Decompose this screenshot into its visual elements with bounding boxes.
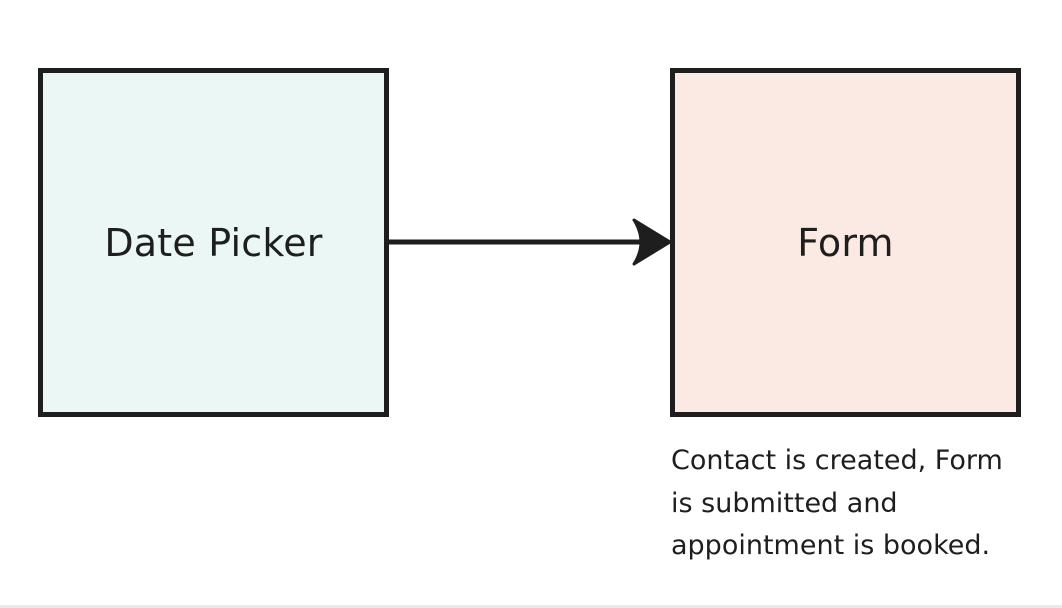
canvas-bottom-edge	[0, 605, 1062, 608]
note-line: Contact is created, Form	[671, 445, 1003, 476]
note-line: is submitted and	[671, 487, 898, 519]
node-date-picker[interactable]: Date Picker	[38, 68, 389, 417]
form-note: Contact is created, Form is submitted an…	[671, 440, 1031, 568]
note-line: appointment is booked.	[671, 530, 991, 561]
node-form[interactable]: Form	[670, 68, 1021, 417]
arrowhead-icon	[632, 218, 672, 266]
